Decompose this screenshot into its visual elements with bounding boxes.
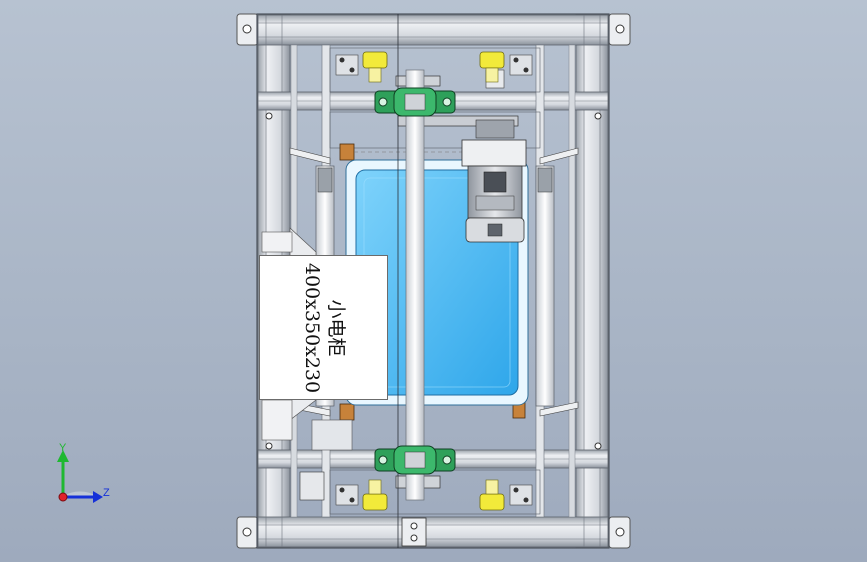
right-cylinder: [535, 165, 555, 407]
cabinet-dimensions: 400x350x230: [300, 262, 323, 393]
x-axis-dot: [58, 492, 68, 502]
mounting-foot-top-right: [608, 13, 631, 46]
yellow-coupling-bottom-left: [362, 479, 388, 511]
bearing-bottom: [374, 445, 456, 475]
mounting-foot-bottom-left: [236, 516, 259, 549]
y-axis-label: Y: [59, 442, 67, 454]
yellow-coupling-top-left: [362, 51, 388, 83]
yellow-coupling-bottom-right: [479, 479, 505, 511]
mounting-foot-bottom-right: [608, 516, 631, 549]
axis-triad: [57, 450, 103, 503]
bearing-top: [374, 87, 456, 117]
motor: [461, 139, 527, 243]
cabinet-label-text: 小电柜 400x350x230: [300, 262, 348, 392]
mounting-foot-top-left: [236, 13, 259, 46]
yellow-coupling-top-right: [479, 51, 505, 83]
cabinet-label-box: 小电柜 400x350x230: [259, 255, 388, 400]
cabinet-name: 小电柜: [324, 298, 347, 357]
z-axis-label: Z: [103, 487, 110, 499]
side-arms: [289, 143, 579, 421]
